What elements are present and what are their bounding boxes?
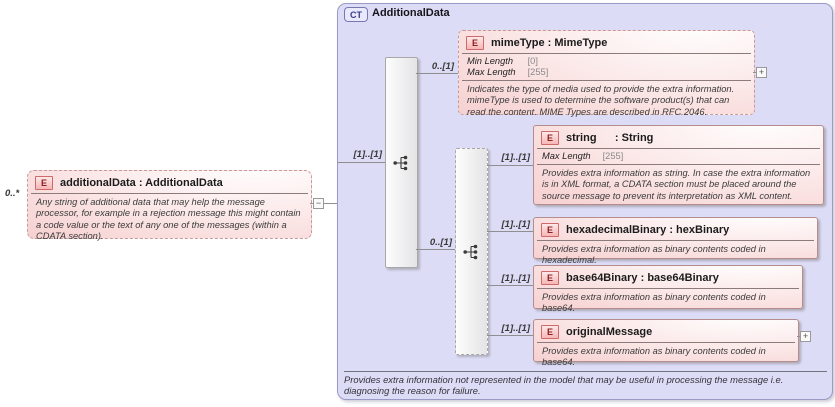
node-header: E mimeType : MimeType — [459, 31, 754, 53]
cardinality-label: [1]..[1] — [501, 152, 531, 163]
element-badge-icon: E — [541, 223, 559, 237]
expand-toggle[interactable]: + — [800, 331, 811, 342]
element-badge-icon: E — [466, 36, 484, 50]
node-title: hexadecimalBinary : hexBinary — [566, 224, 730, 236]
element-badge-icon: E — [541, 271, 559, 285]
divider — [537, 164, 820, 165]
element-node-base64binary[interactable]: E base64Binary : base64Binary Provides e… — [533, 265, 803, 313]
node-title: additionalData : AdditionalData — [60, 177, 223, 189]
facet-name: Min Length — [467, 56, 513, 66]
cardinality-label: [1]..[1] — [353, 149, 383, 160]
connector-line — [416, 73, 458, 74]
connector-line — [487, 165, 533, 166]
connector-line — [416, 249, 455, 250]
node-title: base64Binary : base64Binary — [566, 272, 719, 284]
connector-line — [753, 72, 757, 73]
node-header: E base64Binary : base64Binary — [534, 266, 802, 288]
complex-type-annotation: Provides extra information not represent… — [344, 374, 784, 397]
facet-name: Max Length — [542, 151, 591, 161]
sequence-icon — [392, 154, 410, 177]
choice-icon — [462, 243, 480, 266]
node-title: originalMessage — [566, 326, 653, 338]
facet-name: Max Length — [467, 67, 516, 77]
facet-list: Max Length [255] — [534, 149, 823, 164]
node-description: Indicates the type of media used to prov… — [467, 84, 735, 117]
divider — [462, 80, 751, 81]
node-header: E additionalData : AdditionalData — [28, 171, 311, 193]
choice-compositor[interactable] — [455, 148, 488, 355]
facet-row: Min Length [0] — [467, 56, 746, 67]
facet-value: [255] — [527, 67, 549, 77]
facet-row: Max Length [255] — [542, 151, 815, 162]
node-header: E originalMessage — [534, 320, 798, 342]
expand-toggle[interactable]: + — [756, 67, 767, 78]
node-description: Provides extra information as string. In… — [542, 168, 811, 201]
node-title: mimeType : MimeType — [491, 37, 608, 49]
element-node-mimetype[interactable]: E mimeType : MimeType Min Length [0] Max… — [458, 30, 755, 117]
node-header: E string : String — [534, 126, 823, 148]
facet-row: Max Length [255] — [467, 67, 746, 78]
element-badge-icon: E — [541, 131, 559, 145]
element-badge-icon: E — [35, 176, 53, 190]
element-node-originalmessage[interactable]: E originalMessage Provides extra informa… — [533, 319, 799, 367]
facet-value: [0] — [527, 56, 538, 66]
cardinality-label: [1]..[1] — [501, 273, 531, 284]
footer-separator — [344, 371, 827, 372]
connector-line — [338, 162, 385, 163]
divider — [537, 240, 814, 241]
node-description: Any string of additional data that may h… — [36, 197, 301, 241]
divider — [537, 342, 795, 343]
node-description: Provides extra information as binary con… — [542, 244, 766, 266]
cardinality-label: 0..[1] — [429, 237, 452, 248]
connector-line — [797, 336, 801, 337]
facet-value: [255] — [602, 151, 624, 161]
cardinality-label: [1]..[1] — [501, 219, 531, 230]
element-node-string[interactable]: E string : String Max Length [255] Provi… — [533, 125, 824, 205]
element-badge-icon: E — [541, 325, 559, 339]
cardinality-label: [1]..[1] — [501, 323, 531, 334]
collapse-toggle[interactable]: − — [313, 198, 324, 209]
facet-list: Min Length [0] Max Length [255] — [459, 54, 754, 80]
node-description: Provides extra information as binary con… — [542, 292, 766, 314]
element-node-additionaldata[interactable]: E additionalData : AdditionalData Any st… — [27, 170, 312, 241]
connector-line — [487, 285, 533, 286]
connector-line — [487, 231, 533, 232]
node-header: E hexadecimalBinary : hexBinary — [534, 218, 817, 240]
node-title: string : String — [566, 132, 654, 144]
element-node-hexadecimalbinary[interactable]: E hexadecimalBinary : hexBinary Provides… — [533, 217, 818, 265]
complex-type-badge: CT — [344, 7, 368, 22]
divider — [537, 148, 820, 149]
sequence-compositor[interactable] — [385, 57, 418, 268]
divider — [462, 53, 751, 54]
complex-type-title: AdditionalData — [372, 7, 450, 19]
root-cardinality-label: 0..* — [5, 188, 20, 199]
node-description: Provides extra information as binary con… — [542, 346, 766, 368]
divider — [537, 288, 799, 289]
connector-line — [487, 335, 533, 336]
cardinality-label: 0..[1] — [431, 61, 454, 72]
divider — [31, 193, 308, 194]
